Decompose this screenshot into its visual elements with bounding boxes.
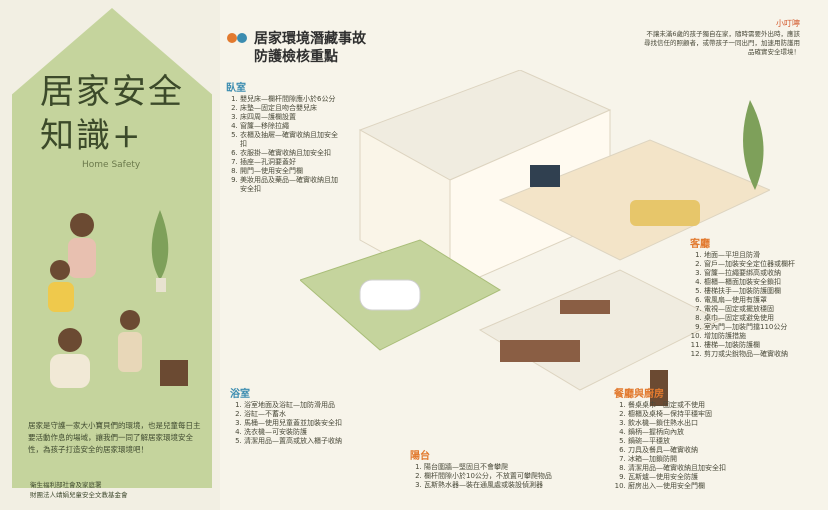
kitchen-item: 廚房出入—使用安全門欄 — [628, 482, 764, 491]
living-item: 電視—固定或擺放穩固 — [704, 305, 820, 314]
bedroom-item: 嬰兒床—欄杆間隙應小於6公分 — [240, 95, 338, 104]
bedroom-item: 衣櫃及抽屜—確實收納且加安全扣 — [240, 131, 338, 149]
heading-line1: 居家環境潛藏事故 — [254, 31, 366, 47]
kitchen-item: 飲水機—鎖住熱水出口 — [628, 419, 764, 428]
kitchen-item: 冰箱—加鎖防開 — [628, 455, 764, 464]
kitchen-item: 鍋碗—平穩放 — [628, 437, 764, 446]
bedroom-item: 美妝用品及藥品—確實收納且加安全扣 — [240, 176, 338, 194]
living-item: 櫥櫃—櫃面加裝安全鎖扣 — [704, 278, 820, 287]
section-bathroom: 浴室 浴室地面及浴缸—加防滑用品 浴缸—不蓄水 馬桶—使用兒童蓋並加裝安全扣 洗… — [230, 390, 370, 446]
balcony-title: 陽台 — [410, 451, 430, 462]
tip-text: 不讓未滿6歲的孩子獨自在家，隨時需要外出時，應該尋找信任的照顧者，或帶孩子一同出… — [644, 30, 800, 56]
bedroom-item: 開門—使用安全門欄 — [240, 167, 338, 176]
living-item: 樓梯—加裝防護欄 — [704, 341, 820, 350]
living-item: 窗簾—拉繩要綁高或收納 — [704, 269, 820, 278]
main-panel: 居家環境潛藏事故 防護檢核重點 小叮嚀 不讓未滿6歲的孩子獨自在家，隨時需要外出… — [220, 0, 828, 510]
brand-title: 居家安全知識+ — [40, 72, 184, 156]
bedroom-item: 衣服掛—確實收納且加安全扣 — [240, 149, 338, 158]
parents-icon — [227, 33, 247, 43]
living-title: 客廳 — [690, 239, 710, 250]
bathroom-item: 浴室地面及浴缸—加防滑用品 — [244, 401, 370, 410]
living-item: 窗戶—加裝安全定位器或欄杆 — [704, 260, 820, 269]
balcony-item: 瓦斯熱水器—裝在通風處或裝設偵測器 — [424, 481, 560, 490]
kitchen-title: 餐廳與廚房 — [614, 389, 664, 400]
kitchen-item: 刀具及餐具—確實收納 — [628, 446, 764, 455]
family-illustration — [48, 210, 188, 388]
page-heading: 居家環境潛藏事故 防護檢核重點 — [254, 30, 366, 66]
balcony-item: 陽台圍牆—堅固且不會攀爬 — [424, 463, 560, 472]
living-item: 電風扇—使用有護罩 — [704, 296, 820, 305]
living-item: 樓梯扶手—加裝防護圍欄 — [704, 287, 820, 296]
section-living: 客廳 地面—平坦且防滑 窗戶—加裝安全定位器或欄杆 窗簾—拉繩要綁高或收納 櫥櫃… — [690, 240, 820, 359]
section-bedroom: 臥室 嬰兒床—欄杆間隙應小於6公分 床墊—固定且吻合嬰兒床 床四周—護欄設置 窗… — [226, 84, 338, 194]
living-item: 室內門—加裝門擋110公分 — [704, 323, 820, 332]
intro-text: 居家是守護一家大小寶貝們的環境，也是兒童每日主要活動作息的場域，讓我們一同了解居… — [28, 421, 201, 454]
living-item: 剪刀或尖銳物品—確實收納 — [704, 350, 820, 359]
bedroom-item: 插座—孔洞要蓋好 — [240, 158, 338, 167]
bedroom-item: 窗簾—移除拉繩 — [240, 122, 338, 131]
bathroom-item: 浴缸—不蓄水 — [244, 410, 370, 419]
sponsor-logos: 衛生福利部社會及家庭署 財團法人靖娟兒童安全文教基金會 — [30, 480, 128, 500]
bathroom-item: 洗衣機—可安裝防護 — [244, 428, 370, 437]
kitchen-item: 清潔用品—確實收納且加安全扣 — [628, 464, 764, 473]
section-kitchen: 餐廳與廚房 餐桌桌巾—固定或不使用 櫥櫃及桌椅—保持平穩牢固 飲水機—鎖住熱水出… — [614, 390, 764, 491]
living-item: 地面—平坦且防滑 — [704, 251, 820, 260]
bathroom-title: 浴室 — [230, 389, 250, 400]
logo-sfaa: 衛生福利部社會及家庭署 — [30, 481, 102, 489]
living-item: 增加防護措施 — [704, 332, 820, 341]
kitchen-item: 鍋柄—握柄向內放 — [628, 428, 764, 437]
house-shape-background — [12, 8, 212, 488]
kitchen-item: 餐桌桌巾—固定或不使用 — [628, 401, 764, 410]
kitchen-item: 櫥櫃及桌椅—保持平穩牢固 — [628, 410, 764, 419]
bedroom-item: 床墊—固定且吻合嬰兒床 — [240, 104, 338, 113]
section-balcony: 陽台 陽台圍牆—堅固且不會攀爬 欄杆間隙小於10公分，不放置可攀爬物品 瓦斯熱水… — [410, 452, 560, 490]
balcony-item: 欄杆間隙小於10公分，不放置可攀爬物品 — [424, 472, 560, 481]
living-item: 桌巾—固定或避免使用 — [704, 314, 820, 323]
brand-subtitle: Home Safety — [82, 160, 141, 170]
house-illustration — [300, 70, 770, 406]
bedroom-title: 臥室 — [226, 83, 246, 94]
bedroom-item: 床四周—護欄設置 — [240, 113, 338, 122]
heading-line2: 防護檢核重點 — [254, 49, 338, 65]
logo-foundation: 財團法人靖娟兒童安全文教基金會 — [30, 491, 128, 499]
left-panel: 居家安全知識+ Home Safety 居家是守護一家大小寶貝們的環境，也是兒童… — [0, 0, 220, 510]
tip-title: 小叮嚀 — [776, 19, 800, 28]
bathroom-item: 清潔用品—置高或放入櫃子收納 — [244, 437, 370, 446]
kitchen-item: 瓦斯爐—使用安全防護 — [628, 473, 764, 482]
bathroom-item: 馬桶—使用兒童蓋並加裝安全扣 — [244, 419, 370, 428]
